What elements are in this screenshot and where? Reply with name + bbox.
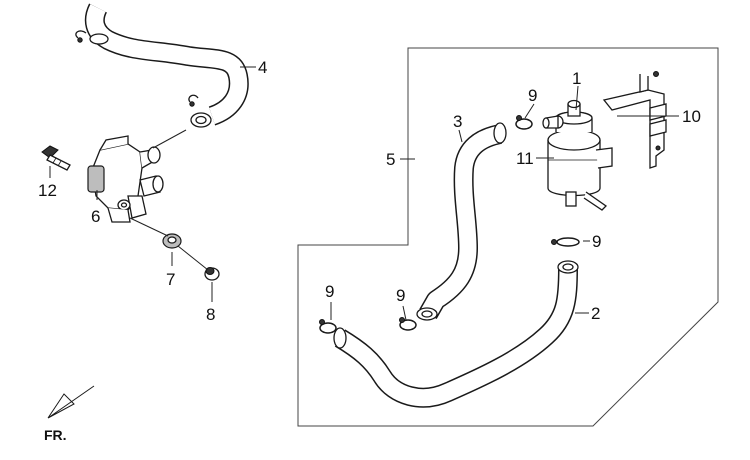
callout-11: 11 <box>516 149 534 168</box>
filter-cover-1 <box>542 99 593 132</box>
bracket-10 <box>602 71 667 169</box>
callout-10: 10 <box>682 107 701 126</box>
callout-1: 1 <box>572 69 581 88</box>
clamp-9-right <box>551 237 580 247</box>
assembly-boundary <box>297 47 719 427</box>
callout-9-middle: 9 <box>396 286 405 305</box>
clamp-9-upper <box>515 115 533 130</box>
hose-3 <box>416 122 507 321</box>
hose-4 <box>84 3 249 128</box>
callout-9-upper: 9 <box>528 86 537 105</box>
clamp-9-middle <box>399 317 417 331</box>
callout-4: 4 <box>258 58 267 77</box>
filter-canister-11 <box>547 129 613 211</box>
callout-12: 12 <box>38 181 57 200</box>
front-arrow-icon <box>47 385 95 419</box>
callout-9-right: 9 <box>592 232 601 251</box>
bolt-12 <box>41 145 71 171</box>
nut-7 <box>162 233 182 249</box>
clamp-top-hose4 <box>75 30 87 43</box>
clamp-9-left <box>319 319 337 334</box>
callout-8: 8 <box>206 305 215 324</box>
callout-2: 2 <box>591 304 600 323</box>
callout-6: 6 <box>91 207 100 226</box>
callout-5: 5 <box>386 150 395 169</box>
front-label: FR. <box>44 427 67 443</box>
callout-9-left: 9 <box>325 282 334 301</box>
leader-lines <box>49 66 679 321</box>
air-injection-valve-6 <box>87 135 164 223</box>
callout-7: 7 <box>166 270 175 289</box>
callout-3: 3 <box>453 112 462 131</box>
clamp-lower-hose4 <box>188 94 199 107</box>
cap-8 <box>204 267 220 281</box>
hose-2 <box>333 260 579 408</box>
